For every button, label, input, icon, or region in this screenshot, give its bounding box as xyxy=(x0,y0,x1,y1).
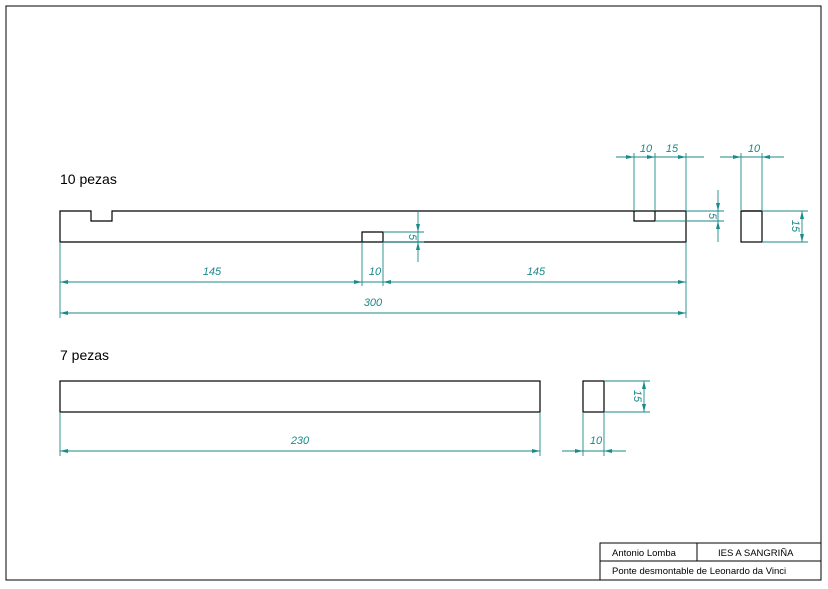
part1-extension-lines xyxy=(59,153,724,318)
dim-notch-depth-5: 5 xyxy=(406,234,418,241)
title-block: Antonio Lomba IES A SANGRIÑA Ponte desmo… xyxy=(599,542,822,581)
dim-left-145: 145 xyxy=(203,266,222,278)
part1-arrows xyxy=(60,155,720,315)
part1-body-outline xyxy=(59,210,687,243)
part2-section-arrows xyxy=(575,381,646,453)
dim-total-300: 300 xyxy=(364,297,383,309)
dim-length-230: 230 xyxy=(290,435,310,447)
title-block-school: IES A SANGRIÑA xyxy=(718,548,794,559)
part1-cross-section xyxy=(740,210,763,243)
dim-section2-width-10: 10 xyxy=(590,435,603,447)
part1-long-view xyxy=(59,210,687,243)
part1-center-slot xyxy=(361,231,384,242)
dim-end-slot-depth-5: 5 xyxy=(706,213,718,220)
part1-section-arrows xyxy=(733,155,804,242)
part2-body-outline xyxy=(59,380,541,413)
dim-end-slot-10: 10 xyxy=(640,143,653,155)
dim-right-145: 145 xyxy=(527,266,546,278)
part1-section-rect xyxy=(740,210,763,243)
dim-end-offset-15: 15 xyxy=(666,143,679,155)
part2-arrows xyxy=(60,449,540,453)
dim-slot-10: 10 xyxy=(369,266,382,278)
dim-section2-height-15: 15 xyxy=(631,390,643,403)
part2-section-rect xyxy=(582,380,605,413)
dim-section1-height-15: 15 xyxy=(789,220,801,233)
dim-section1-width-10: 10 xyxy=(748,143,761,155)
part2-dimension-lines xyxy=(59,412,541,456)
part1-dimension-lines xyxy=(60,156,704,314)
part2-heading: 7 pezas xyxy=(60,347,109,363)
part1-end-slot xyxy=(633,211,656,222)
sheet-border xyxy=(5,5,822,581)
title-block-author: Antonio Lomba xyxy=(612,548,677,559)
title-block-project: Ponte desmontable de Leonardo da Vinci xyxy=(612,566,786,577)
part1-heading: 10 pezas xyxy=(60,171,117,187)
